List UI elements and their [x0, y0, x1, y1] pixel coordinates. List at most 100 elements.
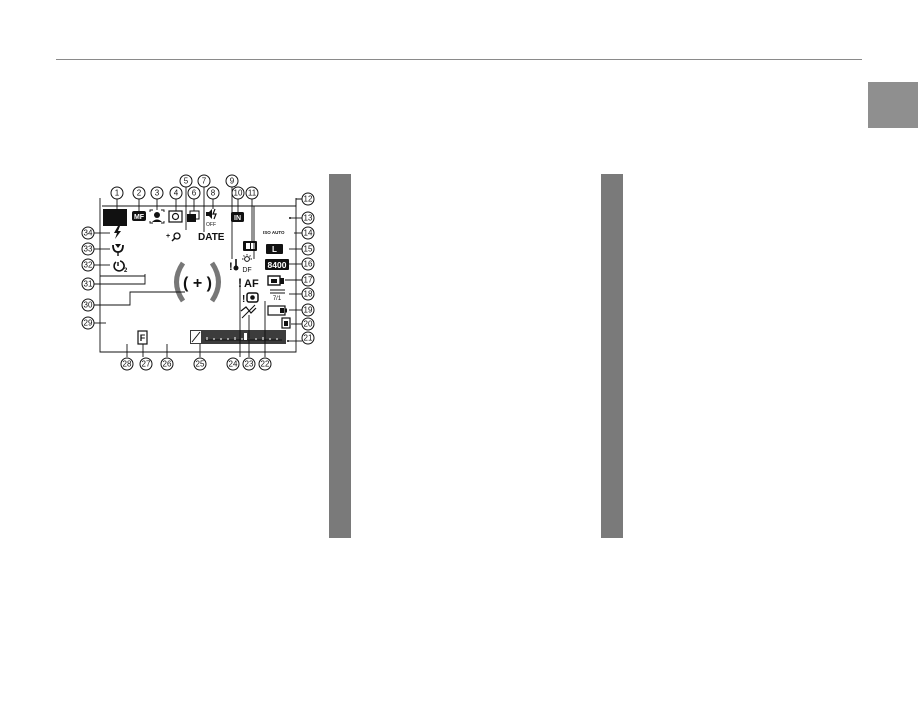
column-bar-right — [601, 174, 623, 538]
svg-text:19: 19 — [304, 306, 313, 315]
svg-text:7/1: 7/1 — [273, 296, 282, 302]
frames-remaining: 8400 — [268, 260, 287, 270]
af-label: AF — [244, 278, 259, 290]
svg-text:11: 11 — [248, 189, 257, 198]
monitor-frame — [99, 198, 297, 353]
svg-text:22: 22 — [261, 360, 270, 369]
focus-guide — [129, 291, 185, 300]
svg-text:DF: DF — [242, 267, 251, 274]
top-rule — [56, 59, 862, 60]
svg-text:14: 14 — [304, 229, 313, 238]
film-mode-label: F — [140, 333, 146, 343]
svg-text:32: 32 — [84, 261, 93, 270]
callout-24: 24 — [226, 357, 240, 371]
callout-6: 6 — [187, 186, 201, 200]
callout-7: 7 — [197, 174, 211, 188]
film-mode-icon — [137, 330, 148, 345]
svg-text:20: 20 — [304, 320, 313, 329]
callout-10: 10 — [231, 186, 245, 200]
continuous-mode-icon — [187, 210, 200, 222]
af-frame-guide — [100, 274, 146, 277]
callout-22: 22 — [258, 357, 272, 371]
svg-text:15: 15 — [304, 245, 313, 254]
svg-text:34: 34 — [84, 229, 93, 238]
lcd-display-diagram: MF + DATE OFF IN ! — [81, 174, 315, 371]
callout-16: 16 — [301, 257, 315, 271]
svg-text:29: 29 — [84, 319, 93, 328]
memory-label: IN — [234, 215, 241, 222]
callout-32: 32 — [81, 258, 95, 272]
svg-text:16: 16 — [304, 260, 313, 269]
image-size-icon — [266, 244, 283, 254]
self-timer-icon: 2 — [113, 260, 128, 274]
chapter-tab — [868, 82, 918, 128]
callout-26: 26 — [160, 357, 174, 371]
column-bar-left — [329, 174, 351, 538]
face-detection-icon — [149, 209, 165, 224]
svg-text:8: 8 — [211, 189, 216, 198]
macro-icon — [112, 244, 124, 256]
dual-is-icon — [267, 275, 284, 286]
callout-23: 23 — [242, 357, 256, 371]
svg-text:27: 27 — [142, 360, 151, 369]
white-balance-icon: DF — [242, 254, 252, 274]
photometry-icon — [168, 210, 183, 223]
svg-text:33: 33 — [84, 245, 93, 254]
mf-label: MF — [134, 214, 145, 221]
svg-text:13: 13 — [304, 214, 313, 223]
svg-text:+: + — [166, 233, 170, 240]
callout-3: 3 — [150, 186, 164, 200]
svg-text:!: ! — [242, 294, 245, 305]
callout-17: 17 — [301, 273, 315, 287]
digital-zoom-icon: + — [166, 232, 181, 242]
image-size-label: L — [272, 245, 277, 254]
callout-14: 14 — [301, 226, 315, 240]
callout-2: 2 — [132, 186, 146, 200]
svg-text:9: 9 — [230, 177, 235, 186]
svg-text:10: 10 — [234, 189, 243, 198]
frames-remaining-box — [265, 259, 289, 270]
callout-8: 8 — [206, 186, 220, 200]
callout-numbers: 1 2 3 4 5 6 7 8 9 10 11 12 13 14 15 16 1… — [81, 174, 315, 371]
date-stamp-label: DATE — [198, 232, 225, 243]
flash-icon — [114, 226, 121, 239]
callout-18: 18 — [301, 287, 315, 301]
callout-13: 13 — [301, 211, 315, 225]
svg-text:23: 23 — [245, 360, 254, 369]
svg-text:1: 1 — [115, 189, 120, 198]
callout-9: 9 — [225, 174, 239, 188]
svg-text:26: 26 — [163, 360, 172, 369]
exposure-compensation-bar — [190, 330, 286, 344]
svg-text:31: 31 — [84, 280, 93, 289]
iso-label: ISO AUTO — [263, 230, 285, 235]
callout-33: 33 — [81, 242, 95, 256]
callout-27: 27 — [139, 357, 153, 371]
svg-text:28: 28 — [123, 360, 132, 369]
image-quality-icon — [243, 241, 257, 251]
callout-19: 19 — [301, 303, 315, 317]
svg-text:17: 17 — [304, 276, 313, 285]
svg-text:3: 3 — [155, 189, 160, 198]
svg-text:5: 5 — [184, 177, 189, 186]
svg-text:6: 6 — [192, 189, 197, 198]
callout-12: 12 — [301, 192, 315, 206]
svg-text:7: 7 — [202, 177, 207, 186]
callout-5: 5 — [179, 174, 193, 188]
svg-text:30: 30 — [84, 301, 93, 310]
sound-off-label: OFF — [206, 222, 216, 228]
svg-text:24: 24 — [229, 360, 238, 369]
svg-text:21: 21 — [304, 334, 313, 343]
callout-31: 31 — [81, 277, 95, 291]
svg-text:25: 25 — [196, 360, 205, 369]
memory-card-icon — [281, 317, 291, 329]
af-assist-icon: ! — [242, 292, 259, 305]
film-simulation-icon: 7/1 — [270, 289, 285, 302]
callout-21: 21 — [301, 331, 315, 345]
focus-frame: ( + ) — [174, 261, 221, 303]
svg-text:12: 12 — [304, 195, 313, 204]
callout-4: 4 — [169, 186, 183, 200]
callout-15: 15 — [301, 242, 315, 256]
internal-memory-icon — [231, 212, 244, 222]
image-stabilization-icon — [240, 304, 257, 319]
callout-11: 11 — [245, 186, 259, 200]
